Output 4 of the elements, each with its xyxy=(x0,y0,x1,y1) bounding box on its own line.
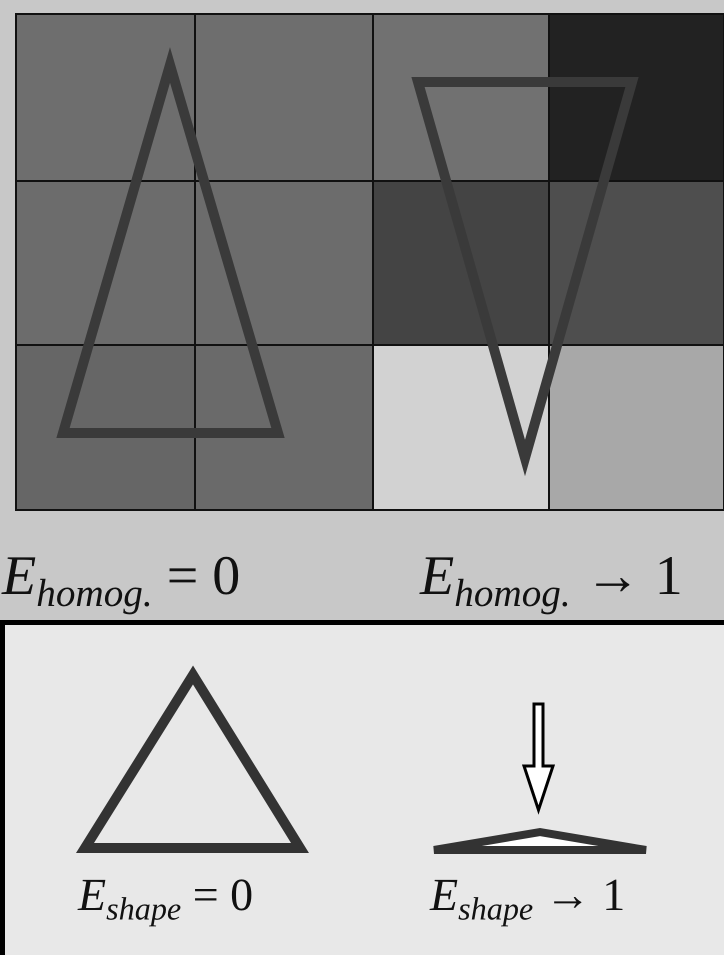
formula-label: E$_{shape}$ → 1 xyxy=(430,872,626,925)
formula-label: E$_{shape}$ = 0 xyxy=(78,872,254,925)
formula-label: E$_{homog.}$ = 0 xyxy=(2,548,240,613)
formula-label: E$_{homog.}$ → 1 xyxy=(420,548,683,613)
